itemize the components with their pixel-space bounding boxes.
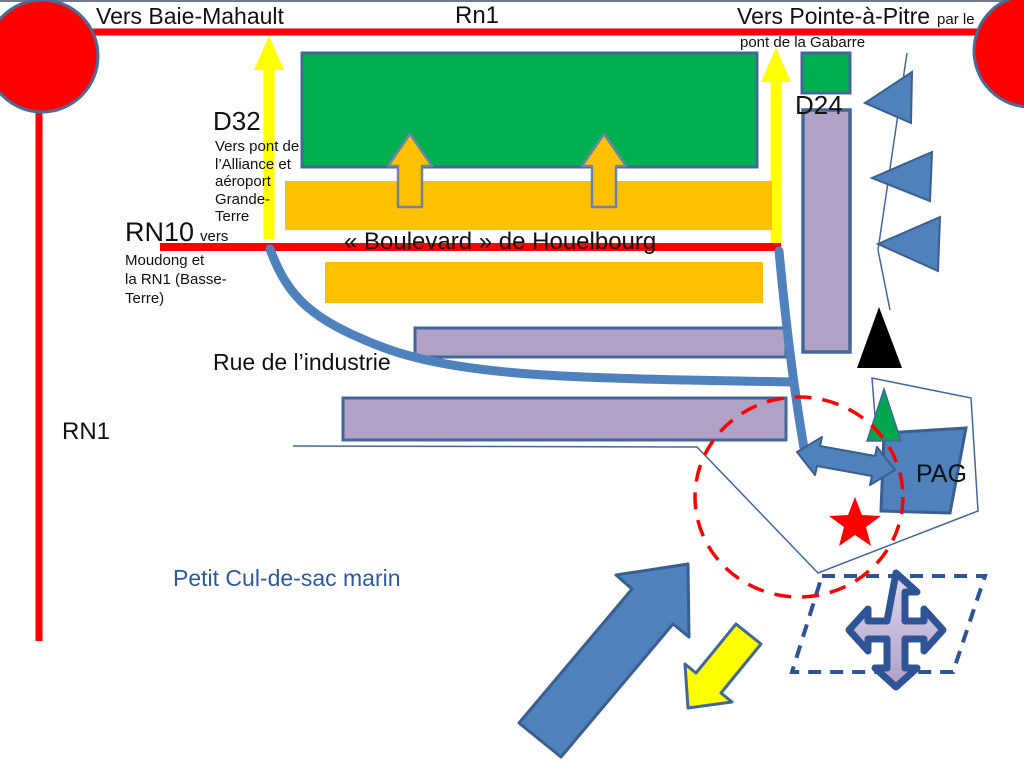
label-boulevard-houelbourg: « Boulevard » de Houelbourg <box>344 228 657 255</box>
green-zone-small <box>800 51 852 95</box>
label-d24: D24 <box>795 90 843 120</box>
roundabout-right <box>972 0 1024 109</box>
green-up-triangle <box>865 386 903 442</box>
label-d32: D32 <box>213 106 261 136</box>
label-rn10: RN10 vers <box>125 217 229 247</box>
yellow-down-arrow <box>683 622 763 710</box>
red-star <box>829 497 881 546</box>
thin-line-right <box>877 52 908 311</box>
label-pag: PAG <box>916 460 967 488</box>
orange-up-block-arrow-right <box>580 132 628 209</box>
black-up-triangle <box>857 307 902 368</box>
flow-triangle-1 <box>862 70 914 125</box>
slide-top-border <box>0 0 1024 2</box>
parcel-boundary-line <box>292 377 979 574</box>
lavender-zone-d24 <box>801 108 852 354</box>
label-rn10-suffix: vers <box>200 228 229 245</box>
label-rue-industrie: Rue de l’industrie <box>213 349 391 375</box>
label-rn10-main: RN10 <box>125 217 195 247</box>
label-pont-de-la-gabarre: pont de la Gabarre <box>740 34 866 51</box>
dashed-parallelogram-zone <box>789 574 988 674</box>
label-rn1-left: RN1 <box>62 418 111 445</box>
orange-zone-north <box>285 181 772 230</box>
label-vers-pointe-a-pitre-main: Vers Pointe-à-Pitre <box>737 3 931 29</box>
label-vers-pointe-a-pitre: Vers Pointe-à-Pitre par le <box>737 4 975 29</box>
label-vers-pointe-a-pitre-suffix: par le <box>937 11 975 28</box>
pag-parcel <box>879 426 968 515</box>
big-blue-arrow <box>517 562 691 759</box>
label-d32-destination: Vers pont de l’Alliance et aéroport Gran… <box>215 138 300 225</box>
label-rn10-destination: Moudong et la RN1 (Basse- Terre) <box>125 252 227 307</box>
four-way-move-arrow <box>845 569 947 691</box>
orange-up-block-arrow-left <box>386 132 434 209</box>
d32-up-arrow <box>254 36 284 239</box>
gabarre-up-arrow <box>761 48 791 248</box>
label-vers-baie-mahault: Vers Baie-Mahault <box>96 3 284 29</box>
orange-zone-south <box>325 262 763 303</box>
green-zone-large <box>300 51 759 169</box>
red-dashed-focus-ellipse <box>693 395 905 599</box>
flow-triangle-2 <box>869 150 934 203</box>
lavender-zone-industrie-south <box>341 396 788 442</box>
label-petit-cul-de-sac-marin: Petit Cul-de-sac marin <box>173 565 401 591</box>
road-to-pag <box>774 246 809 453</box>
rue-industrie-road-curve <box>265 244 798 387</box>
flow-triangle-3 <box>875 215 942 273</box>
roundabout-left <box>0 0 100 114</box>
lavender-zone-industrie-north <box>413 326 788 359</box>
label-rn1-top: Rn1 <box>455 2 500 29</box>
double-headed-arrow <box>796 436 896 486</box>
